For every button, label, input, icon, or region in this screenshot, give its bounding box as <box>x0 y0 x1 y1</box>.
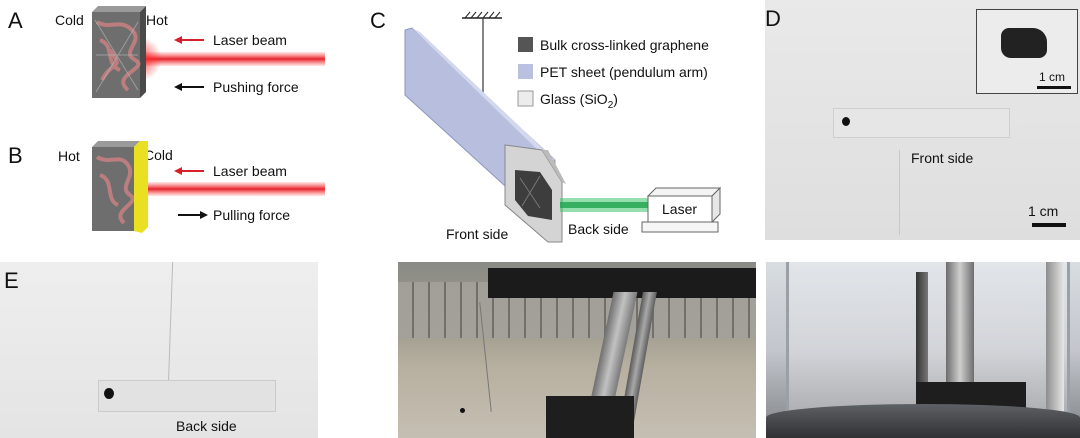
laser-beam-label: Laser beam <box>213 163 287 179</box>
panel-b: B Hot Cold Laser beam Pulling force <box>0 135 370 245</box>
panel-f-photo: F <box>398 262 756 438</box>
laser-beam <box>140 182 325 196</box>
panel-label-d: D <box>765 6 781 31</box>
legend-graphene: Bulk cross-linked graphene <box>540 37 709 53</box>
pendulum-setup-diagram <box>404 11 722 243</box>
panel-d-photo: D 1 cm Front side 1 cm <box>765 0 1080 240</box>
wire-line <box>899 150 900 235</box>
front-side-label: Front side <box>446 226 509 242</box>
pendulum-sheet <box>833 108 1010 138</box>
panel-g-photo: G <box>766 262 1080 438</box>
panel-label-e: E <box>4 268 19 293</box>
panel-label-a: A <box>8 8 23 33</box>
graphene-dot <box>842 117 850 126</box>
graphene-sample <box>515 170 552 220</box>
cold-label: Cold <box>55 12 84 28</box>
front-side-label: Front side <box>911 150 974 166</box>
inset-scale-label: 1 cm <box>1039 70 1066 84</box>
graphene-dot <box>460 408 465 413</box>
panel-label-b: B <box>8 143 23 168</box>
pendulum-sheet <box>98 380 276 412</box>
legend-glass: Glass (SiO2) <box>540 91 618 111</box>
laser-label: Laser <box>662 201 698 217</box>
post <box>1046 262 1064 412</box>
scale-label: 1 cm <box>1028 203 1059 219</box>
inset-photo: 1 cm <box>976 9 1078 94</box>
legend-swatch-graphene <box>518 37 533 52</box>
post <box>916 272 928 392</box>
back-side-label: Back side <box>568 221 629 237</box>
panel-a: A Cold Hot Laser beam Pushing force <box>0 0 370 125</box>
graphene-block-coated-diagram <box>92 141 325 233</box>
panel-label-c: C <box>370 8 386 33</box>
graphene-sample-image <box>1001 28 1047 58</box>
base-mount <box>546 396 634 438</box>
yellow-coating <box>134 141 148 233</box>
panel-e-photo: E Back side <box>0 262 318 438</box>
graphene-dot <box>104 388 114 399</box>
legend-swatch-pet <box>518 64 533 79</box>
graphene-block-diagram <box>92 6 325 98</box>
cold-label: Cold <box>144 147 173 163</box>
hot-label: Hot <box>58 148 80 164</box>
laser-beam <box>140 52 325 66</box>
pushing-force-label: Pushing force <box>213 79 299 95</box>
chamber-base <box>766 404 1080 438</box>
pulling-force-label: Pulling force <box>213 207 291 223</box>
scale-bar <box>1032 223 1066 227</box>
laser-beam-label: Laser beam <box>213 32 287 48</box>
legend-pet: PET sheet (pendulum arm) <box>540 64 708 80</box>
wire-line <box>167 262 174 386</box>
hot-label: Hot <box>146 12 168 28</box>
back-side-label: Back side <box>176 418 237 434</box>
inset-scale-bar <box>1037 86 1071 89</box>
legend-swatch-glass <box>517 90 534 107</box>
panel-c: C Bulk cross-linked graphene PET sheet (… <box>370 0 760 250</box>
